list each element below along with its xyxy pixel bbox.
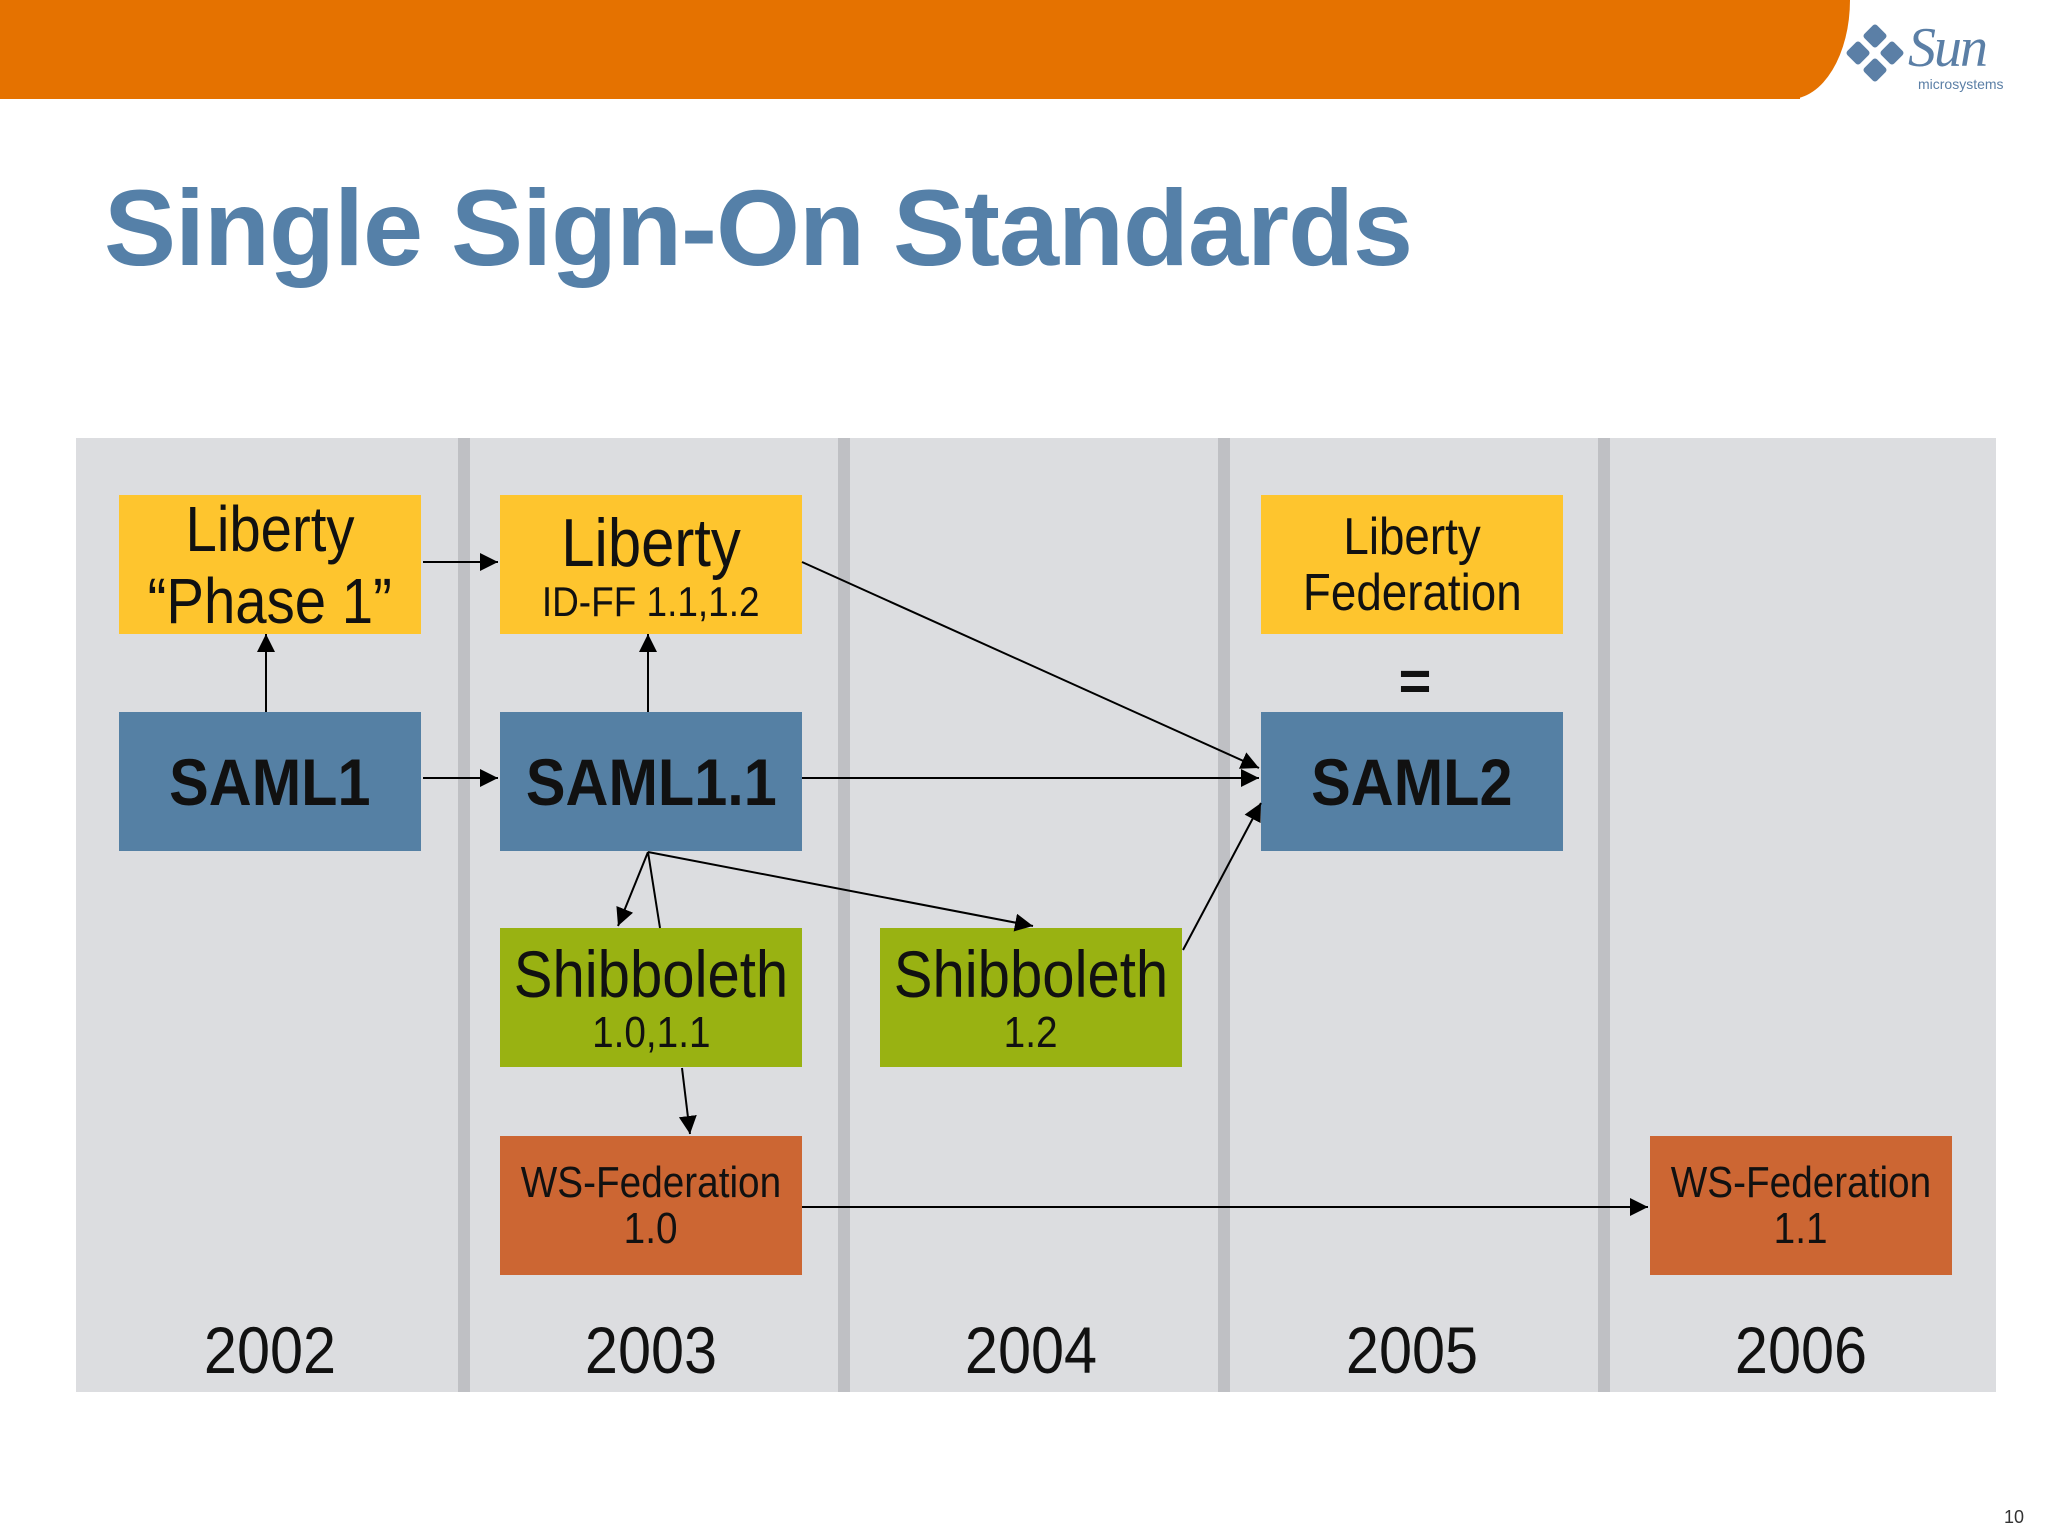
shibboleth-10-line1: Shibboleth [513,936,789,1011]
saml2-box: SAML2 [1261,712,1563,851]
shibboleth-12-line1: Shibboleth [893,936,1169,1011]
saml1-box: SAML1 [119,712,421,851]
year-label-2004: 2004 [964,1313,1098,1387]
liberty-federation-line2: Federation [1302,563,1522,622]
liberty-idff-line1: Liberty [561,504,741,581]
year-divider [458,438,470,1392]
edge-shibboleth-10-to-ws-federation-10 [678,1067,697,1135]
year-label-2003: 2003 [584,1313,718,1387]
sun-diamond-icon [1846,24,1904,82]
liberty-phase1-line1: Liberty [185,492,355,565]
logo-wordmark: Sun [1908,17,1988,79]
year-divider [1598,438,1610,1392]
edge-shibboleth-12-to-saml2 [1182,802,1262,951]
edge-saml11-tick [647,851,661,929]
page-number: 10 [2003,1507,2024,1527]
ws-federation-11-line2: 1.1 [1774,1203,1828,1253]
year-label-2005: 2005 [1345,1313,1479,1387]
ws-federation-10-line1: WS-Federation [520,1157,782,1207]
year-label-2006: 2006 [1734,1313,1868,1387]
shibboleth-12-box: Shibboleth 1.2 [880,928,1182,1067]
liberty-phase1-box: Liberty “Phase 1” [119,492,421,637]
edge-liberty-idff-to-saml2 [801,561,1260,769]
liberty-federation-box: Liberty Federation [1261,495,1563,634]
liberty-idff-box: Liberty ID-FF 1.1,1.2 [500,495,802,634]
edge-saml11-to-shibboleth-10 [616,851,649,927]
saml1-label: SAML1 [169,744,371,819]
ws-federation-11-line1: WS-Federation [1670,1157,1932,1207]
header-band [0,0,1800,99]
liberty-phase1-line2: “Phase 1” [147,564,393,637]
sun-logo: Sun microsystems [1840,17,2020,98]
slide-title: Single Sign-On Standards [104,167,1413,288]
year-divider [1218,438,1230,1392]
ws-federation-10-box: WS-Federation 1.0 [500,1136,802,1275]
liberty-federation-line1: Liberty [1343,507,1481,566]
logo-subtext: microsystems [1918,76,2004,92]
shibboleth-10-box: Shibboleth 1.0,1.1 [500,928,802,1067]
ws-federation-10-line2: 1.0 [624,1203,678,1253]
ws-federation-11-box: WS-Federation 1.1 [1650,1136,1952,1275]
shibboleth-10-line2: 1.0,1.1 [591,1007,711,1057]
edge-saml11-to-shibboleth-12 [647,851,1034,932]
equals-sign: = [1398,649,1432,712]
liberty-idff-line2: ID-FF 1.1,1.2 [542,577,760,625]
shibboleth-12-line2: 1.2 [1004,1007,1058,1057]
saml11-box: SAML1.1 [500,712,802,851]
year-label-2002: 2002 [203,1313,337,1387]
year-divider [838,438,850,1392]
saml11-label: SAML1.1 [525,744,777,819]
saml2-label: SAML2 [1311,744,1513,819]
